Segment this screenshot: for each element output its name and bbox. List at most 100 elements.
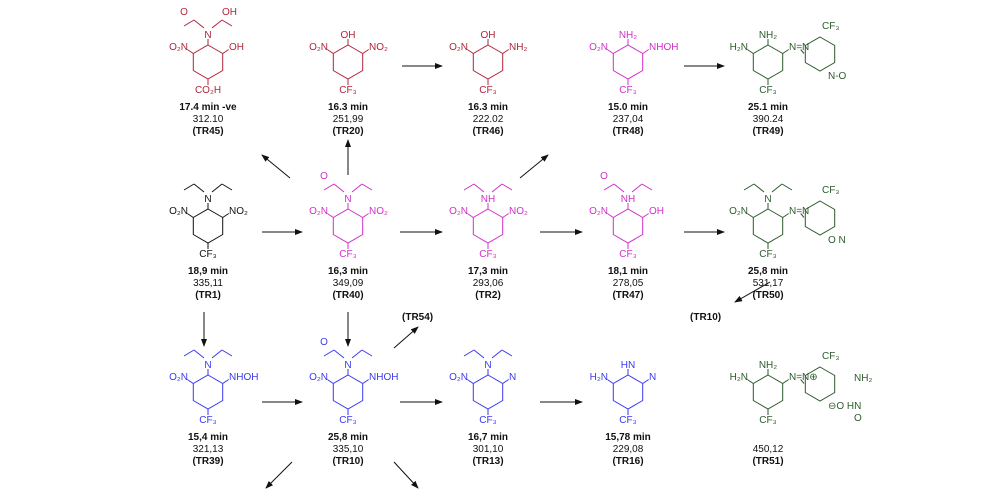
substituent-top: NH₂: [758, 30, 778, 41]
substituent-top: N: [484, 360, 492, 371]
benzene-ring-structure: [323, 183, 373, 249]
chain-carbonyl: O: [320, 337, 328, 348]
compound-id: (TR47): [612, 290, 644, 301]
substituent-bottom: CF₃: [479, 249, 497, 260]
benzene-ring-structure: [607, 39, 649, 85]
arrow: [393, 326, 419, 349]
compound-id: (TR45): [192, 126, 224, 137]
arrow: [265, 461, 293, 489]
fused-ring-substituent: CF₃: [822, 185, 840, 196]
substituent-right: N=N⊕: [789, 372, 818, 383]
substituent-right: N: [509, 372, 517, 383]
substituent-left: O₂N: [449, 42, 468, 53]
molecular-mass: 390.24: [752, 114, 784, 125]
molecular-mass: 312.10: [192, 114, 224, 125]
substituent-right: NHOH: [649, 42, 679, 53]
fused-ring-substituent: CF₃: [822, 21, 840, 32]
molecular-mass: 301,10: [472, 444, 504, 455]
retention-time: 16.3 min: [327, 102, 369, 113]
molecular-mass: 251,99: [332, 114, 364, 125]
molecular-mass: 335,10: [332, 444, 364, 455]
fused-ring-heteroatoms: ⊖O HN: [828, 401, 862, 412]
substituent-top: N: [344, 360, 352, 371]
substituent-bottom: CF₃: [339, 249, 357, 260]
substituent-top: OH: [480, 30, 496, 41]
substituent-bottom: CF₃: [759, 85, 777, 96]
substituent-left: O₂N: [309, 42, 328, 53]
benzene-ring-structure: [747, 366, 836, 415]
substituent-left: H₂N: [729, 372, 748, 383]
chain-carbonyl: O: [320, 171, 328, 182]
substituent-bottom: CF₃: [199, 415, 217, 426]
substituent-right: NO₂: [369, 206, 388, 217]
compound-label-tr10: (TR10): [690, 312, 722, 323]
retention-time: 15,4 min: [187, 432, 229, 443]
compound-id: (TR20): [332, 126, 364, 137]
substituent-bottom: CF₃: [759, 415, 777, 426]
substituent-right: OH: [649, 206, 664, 217]
benzene-ring-structure: [183, 349, 233, 415]
substituent-right: NO₂: [509, 206, 528, 217]
retention-time: 18,1 min: [607, 266, 649, 277]
substituent-top: NH₂: [758, 360, 778, 371]
substituent-right: N=N: [789, 42, 810, 53]
compound-id: (TR46): [472, 126, 504, 137]
benzene-ring-structure: [327, 39, 369, 85]
substituent-left: O₂N: [169, 372, 188, 383]
compound-id: (TR1): [195, 290, 221, 301]
compound-id: (TR40): [332, 290, 364, 301]
substituent-top: NH₂: [618, 30, 638, 41]
compound-id: (TR51): [752, 456, 784, 467]
substituent-top: OH: [340, 30, 356, 41]
substituent-right: N: [649, 372, 657, 383]
retention-time: 25.1 min: [747, 102, 789, 113]
substituent-left: O₂N: [169, 42, 188, 53]
benzene-ring-structure: [603, 183, 653, 249]
substituent-right: NH₂: [509, 42, 528, 53]
retention-time: 16,3 min: [327, 266, 369, 277]
molecular-mass: 237,04: [612, 114, 644, 125]
retention-time: 15.0 min: [607, 102, 649, 113]
molecular-mass: 321,13: [192, 444, 224, 455]
compound-caption: 450,12(TR51): [698, 432, 838, 468]
substituent-left: O₂N: [449, 206, 468, 217]
substituent-bottom: CF₃: [479, 415, 497, 426]
substituent-right: NHOH: [229, 372, 259, 383]
substituent-right: OH: [229, 42, 244, 53]
substituent-right: NHOH: [369, 372, 399, 383]
retention-time: 25,8 min: [747, 266, 789, 277]
benzene-ring-structure: [463, 183, 513, 249]
substituent-left: O₂N: [169, 206, 188, 217]
arrow: [734, 281, 771, 303]
fused-ring-amine: NH₂: [854, 373, 873, 384]
substituent-right: NO₂: [369, 42, 388, 53]
substituent-bottom: CF₃: [339, 415, 357, 426]
benzene-ring-structure: [607, 369, 649, 415]
compound-id: (TR48): [612, 126, 644, 137]
benzene-ring-structure: [183, 19, 233, 85]
compound-label-tr54: (TR54): [402, 312, 434, 323]
benzene-ring-structure: [183, 183, 233, 249]
arrow: [393, 461, 419, 489]
compound-id: (TR50): [752, 290, 784, 301]
benzene-ring-structure: [467, 39, 509, 85]
fused-ring-heteroatoms: N-O: [828, 71, 847, 82]
substituent-top: HN: [620, 360, 636, 371]
retention-time: 17,3 min: [467, 266, 509, 277]
molecular-mass: 229,08: [612, 444, 644, 455]
compound-id: (TR39): [192, 456, 224, 467]
substituent-left: O₂N: [449, 372, 468, 383]
chain-hydroxyl: OH: [222, 7, 237, 18]
substituent-top: N: [764, 194, 772, 205]
substituent-left: O₂N: [589, 42, 608, 53]
